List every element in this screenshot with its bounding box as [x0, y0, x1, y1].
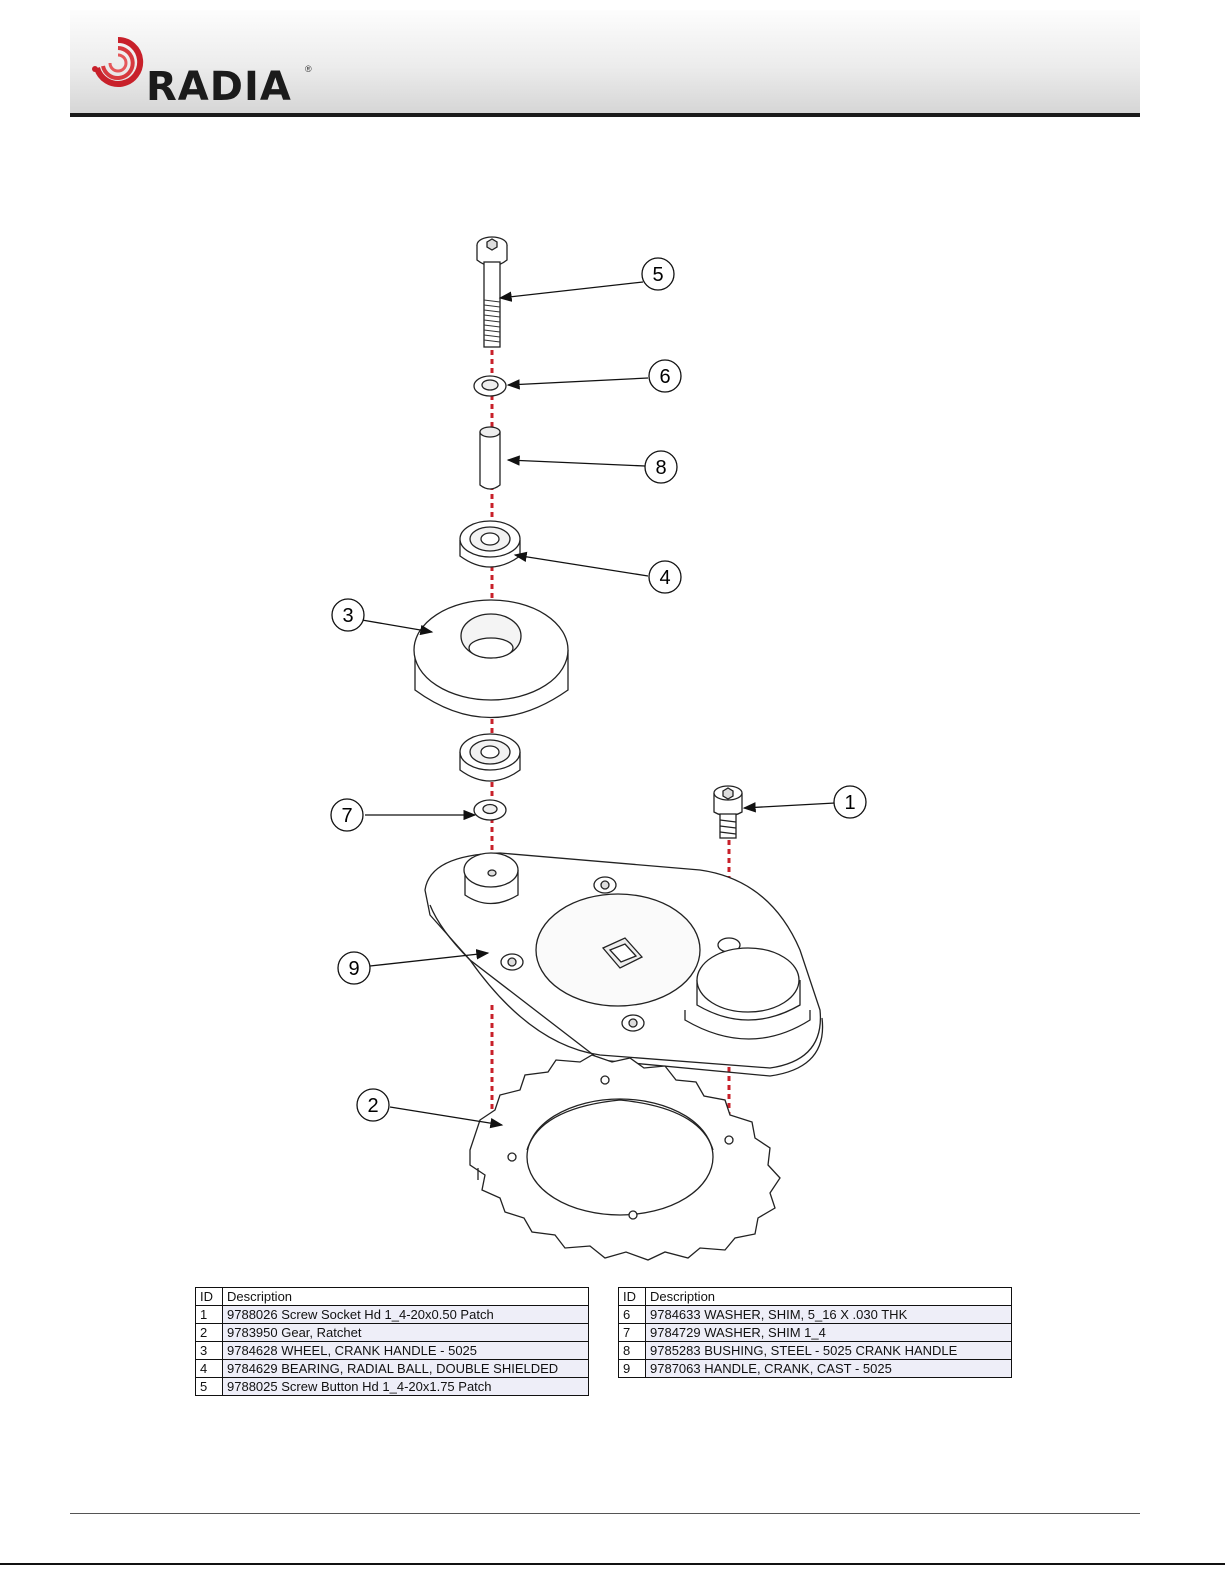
part-2-ratchet-gear [469, 1054, 781, 1261]
svg-text:3: 3 [342, 605, 353, 627]
radia-logo: RADIA ® [88, 28, 328, 110]
parts-table-right: ID Description 6 9784633 WASHER, SHIM, 5… [618, 1287, 1012, 1378]
part-id: 2 [195, 1323, 223, 1342]
svg-text:4: 4 [659, 567, 670, 589]
part-4-bearing-lower [459, 733, 521, 782]
table-header-row: ID Description [618, 1287, 1012, 1306]
part-description: 9788026 Screw Socket Hd 1_4-20x0.50 Patc… [222, 1305, 589, 1324]
part-7-washer-shim [473, 799, 507, 821]
page-bottom-rule [0, 1563, 1225, 1565]
part-3-wheel [413, 599, 569, 719]
table-row: 6 9784633 WASHER, SHIM, 5_16 X .030 THK [618, 1305, 1012, 1324]
part-id: 6 [618, 1305, 646, 1324]
table-row: 1 9788026 Screw Socket Hd 1_4-20x0.50 Pa… [195, 1305, 589, 1324]
part-description: 9785283 BUSHING, STEEL - 5025 CRANK HAND… [645, 1341, 1012, 1360]
column-header-description: Description [645, 1287, 1012, 1306]
callout-5: 5 [641, 257, 675, 291]
callout-7: 7 [330, 798, 364, 832]
part-id: 8 [618, 1341, 646, 1360]
column-header-description: Description [222, 1287, 589, 1306]
radia-swirl-icon [92, 36, 144, 87]
part-description: 9783950 Gear, Ratchet [222, 1323, 589, 1342]
column-header-id: ID [195, 1287, 223, 1306]
parts-table-left: ID Description 1 9788026 Screw Socket Hd… [195, 1287, 589, 1396]
part-8-bushing [479, 426, 501, 490]
callout-3: 3 [331, 598, 365, 632]
footer-divider [70, 1513, 1140, 1514]
part-id: 3 [195, 1341, 223, 1360]
table-row: 8 9785283 BUSHING, STEEL - 5025 CRANK HA… [618, 1341, 1012, 1360]
part-id: 1 [195, 1305, 223, 1324]
part-description: 9787063 HANDLE, CRANK, CAST - 5025 [645, 1359, 1012, 1378]
brand-name: RADIA [146, 64, 292, 110]
svg-text:9: 9 [348, 958, 359, 980]
part-4-bearing-upper [459, 520, 521, 568]
svg-text:8: 8 [655, 457, 666, 479]
table-row: 4 9784629 BEARING, RADIAL BALL, DOUBLE S… [195, 1359, 589, 1378]
callout-8: 8 [644, 450, 678, 484]
part-id: 9 [618, 1359, 646, 1378]
callout-2: 2 [356, 1088, 390, 1122]
svg-text:5: 5 [652, 264, 663, 286]
table-row: 2 9783950 Gear, Ratchet [195, 1323, 589, 1342]
part-id: 4 [195, 1359, 223, 1378]
part-id: 7 [618, 1323, 646, 1342]
callout-1: 1 [833, 785, 867, 819]
part-1-screw-socket-head [713, 785, 743, 839]
svg-text:1: 1 [844, 792, 855, 814]
part-description: 9784628 WHEEL, CRANK HANDLE - 5025 [222, 1341, 589, 1360]
callout-4: 4 [648, 560, 682, 594]
part-id: 5 [195, 1377, 223, 1396]
table-row: 5 9788025 Screw Button Hd 1_4-20x1.75 Pa… [195, 1377, 589, 1396]
svg-text:2: 2 [367, 1095, 378, 1117]
part-description: 9784729 WASHER, SHIM 1_4 [645, 1323, 1012, 1342]
part-description: 9788025 Screw Button Hd 1_4-20x1.75 Patc… [222, 1377, 589, 1396]
part-5-screw-button-head [476, 236, 508, 348]
callout-leader-lines [361, 281, 836, 1129]
table-row: 7 9784729 WASHER, SHIM 1_4 [618, 1323, 1012, 1342]
part-6-washer-shim [473, 375, 507, 397]
part-9-crank-handle [424, 852, 824, 1077]
table-header-row: ID Description [195, 1287, 589, 1306]
callout-6: 6 [648, 359, 682, 393]
page-header: RADIA ® [70, 10, 1140, 117]
svg-text:6: 6 [659, 366, 670, 388]
exploded-assembly-diagram: 5 6 8 4 3 1 7 9 2 [330, 236, 867, 1261]
callout-9: 9 [337, 951, 371, 985]
part-description: 9784629 BEARING, RADIAL BALL, DOUBLE SHI… [222, 1359, 589, 1378]
svg-text:7: 7 [341, 805, 352, 827]
part-description: 9784633 WASHER, SHIM, 5_16 X .030 THK [645, 1305, 1012, 1324]
table-row: 9 9787063 HANDLE, CRANK, CAST - 5025 [618, 1359, 1012, 1378]
column-header-id: ID [618, 1287, 646, 1306]
table-row: 3 9784628 WHEEL, CRANK HANDLE - 5025 [195, 1341, 589, 1360]
registered-mark: ® [305, 64, 312, 74]
